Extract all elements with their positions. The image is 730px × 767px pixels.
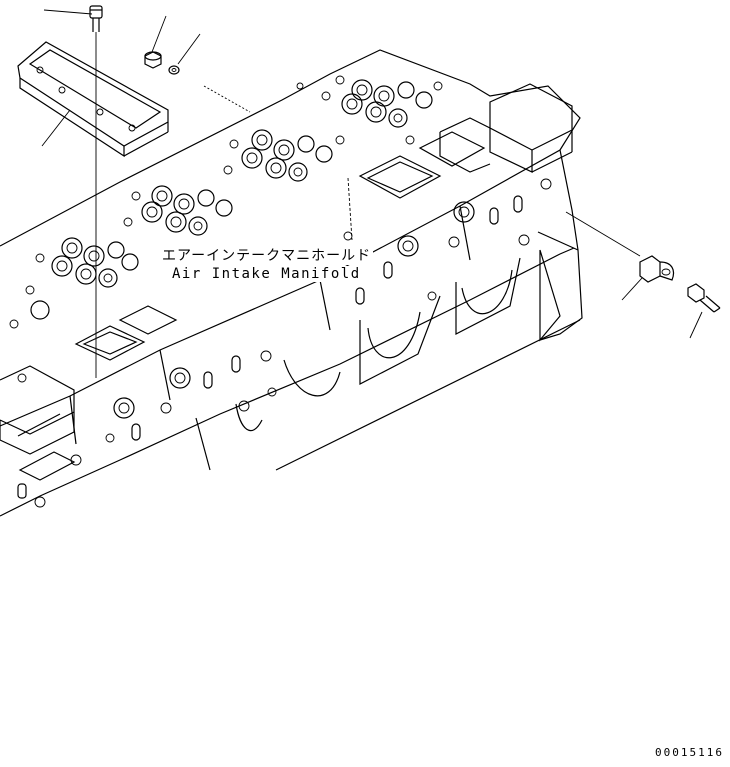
part-label-english: Air Intake Manifold [170,266,363,282]
cover-plate [17,41,169,158]
drawing-number: 00015116 [655,746,724,759]
valve-cluster-3 [123,185,233,236]
clamp-bolt [687,283,721,313]
mounting-bolt-long [89,5,103,378]
intake-ports [74,131,486,361]
lower-reliefs [195,257,521,471]
leader-lines [41,9,703,339]
valve-cluster-4 [9,237,139,329]
side-slots [17,195,523,499]
cylinder-head-block [0,49,583,517]
hidden-centerline [343,177,353,241]
valve-cluster-2 [223,129,345,182]
plug-and-washer [144,51,180,75]
bracket-top-right [439,83,573,173]
pipe-clamp [639,255,675,283]
valve-cluster-1 [296,75,443,145]
part-label-japanese: エアーインテークマニホールド [160,245,374,265]
front-bosses [34,178,552,508]
left-end-plates [0,365,76,481]
